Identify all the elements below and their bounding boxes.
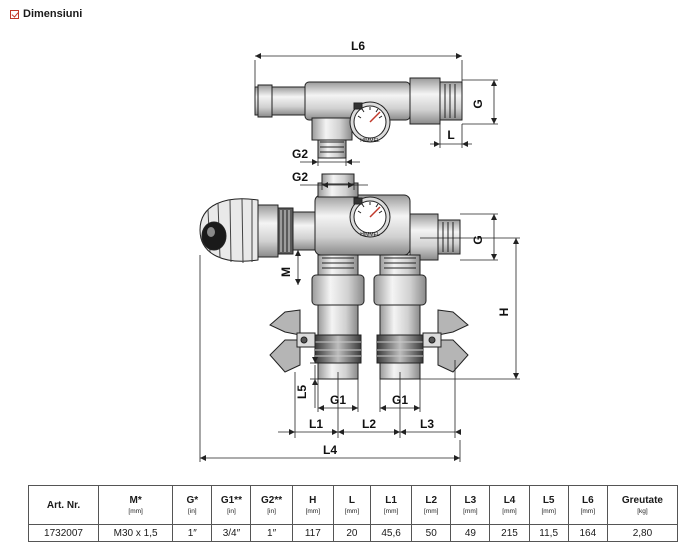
label-H: H [497,308,511,317]
table-cell: 215 [489,524,530,542]
label-L4: L4 [323,443,337,457]
col-header: L4[mm] [489,485,530,525]
section-title: Dimensiuni [23,8,83,20]
label-G1-left: G1 [330,393,346,407]
col-header: L3[mm] [450,485,491,525]
table-cell: 1732007 [27,524,100,542]
technical-drawing: HIMMEL HIMMEL [199,39,520,462]
col-header: G1**[in] [211,485,252,525]
checkbox-icon [10,9,19,19]
label-G-top: G [471,99,485,108]
thermostatic-head [199,198,316,264]
col-header: L[mm] [332,485,371,525]
table-row: 1732007 M30 x 1,5 1″ 3/4″ 1″ 117 20 45,6… [27,524,679,542]
label-G-mid: G [471,235,485,244]
label-G1-right: G1 [392,393,408,407]
col-header: Greutate[kg] [606,485,679,525]
col-header: M*[mm] [98,485,174,525]
label-G2-mid: G2 [292,170,308,184]
label-L2: L2 [362,417,376,431]
table-cell: 45,6 [369,524,413,542]
table-cell: 49 [450,524,491,542]
col-header: L2[mm] [411,485,452,525]
middle-gauge: HIMMEL [349,196,391,238]
table-cell: 1″ [250,524,293,542]
col-header: H[mm] [291,485,334,525]
col-header: L6[mm] [567,485,608,525]
col-header: G*[in] [172,485,213,525]
col-header: L5[mm] [528,485,569,525]
table-cell: 20 [332,524,371,542]
table-cell: 2,80 [606,524,679,542]
dimension-labels: L6 G L G2 G2 G M H L5 G1 G1 L1 L2 L3 L4 [279,39,511,457]
table-cell: 11,5 [528,524,569,542]
table-cell: 1″ [172,524,213,542]
col-header: L1[mm] [369,485,413,525]
right-ball-valve [373,254,469,380]
label-G2-top: G2 [292,147,308,161]
label-L5: L5 [295,385,309,399]
table-cell: M30 x 1,5 [98,524,174,542]
label-L6: L6 [351,39,365,53]
col-header: G2**[in] [250,485,293,525]
top-gauge: HIMMEL [349,101,391,144]
gauge-brand-top: HIMMEL [360,138,380,144]
dimensions-table: Art. Nr. M*[mm] G*[in] G1**[in] G2**[in]… [27,485,679,542]
gauge-brand-mid: HIMMEL [360,232,380,238]
table-cell: 117 [291,524,334,542]
table-cell: 164 [567,524,608,542]
table-cell: 50 [411,524,452,542]
label-M: M [279,267,293,277]
label-L-top: L [447,128,454,142]
left-ball-valve [269,254,365,380]
label-L3: L3 [420,417,434,431]
section-header: Dimensiuni [10,8,82,20]
dimension-lines [199,53,520,462]
label-L1: L1 [309,417,323,431]
col-header: Art. Nr. [27,485,100,525]
table-cell: 3/4″ [211,524,252,542]
table-header-row: Art. Nr. M*[mm] G*[in] G1**[in] G2**[in]… [27,485,679,525]
